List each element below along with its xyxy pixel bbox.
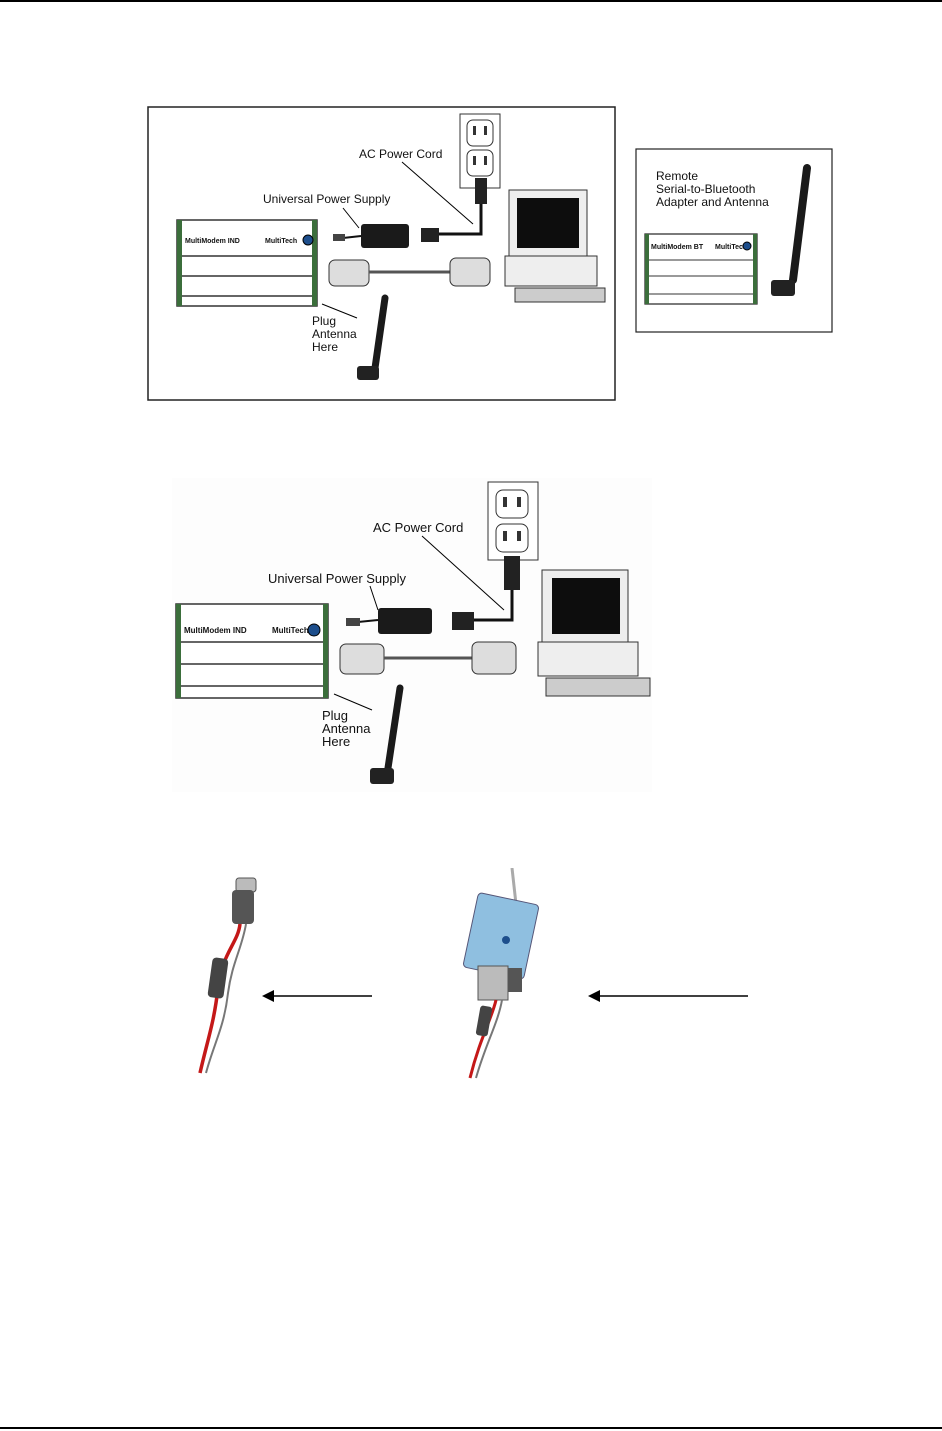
- svg-text:MultiModem IND: MultiModem IND: [185, 238, 240, 245]
- wall-outlet-2: [488, 482, 538, 560]
- antenna-label: Antenna: [312, 327, 357, 341]
- universal-power-supply-label-2: Universal Power Supply: [268, 571, 407, 586]
- figure-1-inset-bluetooth-adapter: Remote Serial-to-Bluetooth Adapter and A…: [635, 148, 833, 334]
- figure-3-power-cable-photos: [180, 868, 770, 1088]
- power-cable-photo: [200, 878, 256, 1073]
- plug-label: Plug: [312, 314, 336, 328]
- here-label: Here: [312, 340, 338, 354]
- svg-text:MultiModem IND: MultiModem IND: [184, 626, 247, 635]
- wall-outlet: [460, 114, 500, 188]
- inset-svg: Remote Serial-to-Bluetooth Adapter and A…: [635, 148, 833, 334]
- modem-with-cable-photo: [463, 868, 539, 1078]
- figure-2-svg: MultiModem IND MultiTech AC Power Cord U…: [172, 478, 652, 792]
- modem-ind: MultiModem IND MultiTech: [177, 220, 317, 306]
- figure-1-connection-diagram: MultiModem IND MultiTech AC Power Cord U…: [147, 106, 617, 402]
- here-label-2: Here: [322, 734, 350, 749]
- ac-power-cord-label: AC Power Cord: [359, 147, 442, 161]
- inset-caption-line-1: Remote: [656, 169, 698, 183]
- svg-text:MultiTech: MultiTech: [265, 238, 297, 245]
- bottom-rule: [0, 1427, 942, 1429]
- top-rule: [0, 0, 942, 2]
- inset-caption-line-2: Serial-to-Bluetooth: [656, 182, 755, 196]
- bt-adapter: MultiModem BT MultiTech: [645, 234, 757, 304]
- figure-1-svg: MultiModem IND MultiTech AC Power Cord U…: [147, 106, 617, 402]
- inset-caption-line-3: Adapter and Antenna: [656, 195, 769, 209]
- left-arrow-1: [262, 990, 372, 1002]
- figure-2-connection-diagram: MultiModem IND MultiTech AC Power Cord U…: [172, 478, 652, 792]
- svg-text:MultiModem BT: MultiModem BT: [651, 244, 704, 251]
- svg-text:MultiTech: MultiTech: [715, 244, 747, 251]
- svg-text:MultiTech: MultiTech: [272, 626, 309, 635]
- universal-power-supply-label: Universal Power Supply: [263, 192, 390, 206]
- modem-ind-2: MultiModem IND MultiTech: [176, 604, 328, 698]
- figure-3-svg: [180, 868, 770, 1088]
- left-arrow-2: [588, 990, 748, 1002]
- ac-power-cord-label-2: AC Power Cord: [373, 520, 463, 535]
